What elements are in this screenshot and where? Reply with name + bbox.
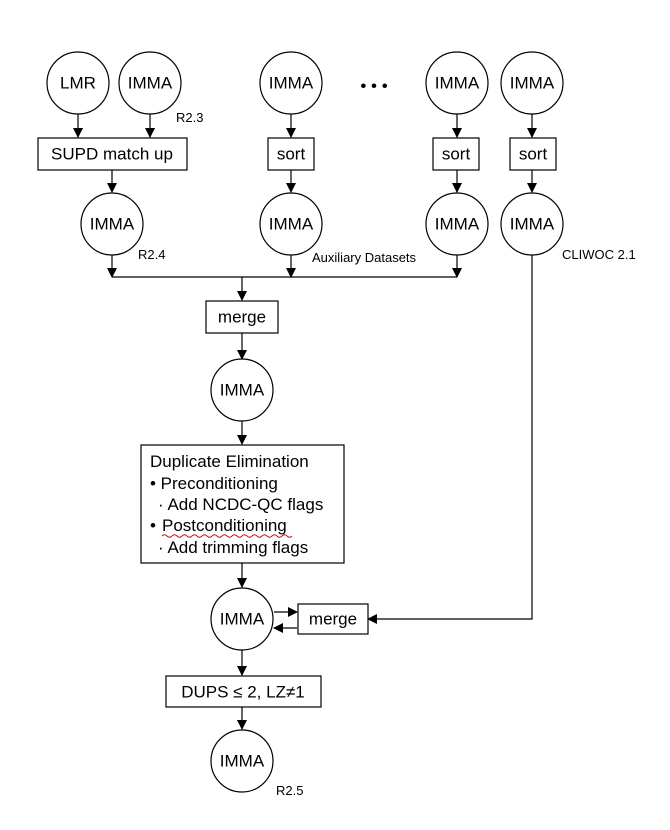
imma-label: IMMA [128, 74, 173, 93]
dup-elim-title: Duplicate Elimination [150, 452, 309, 471]
imma-node-8: IMMA [425, 192, 489, 256]
imma-label: IMMA [220, 610, 265, 629]
merge-box-1: merge [205, 300, 279, 334]
supd-match-up-label: SUPD match up [51, 145, 173, 164]
ellipsis: • • • [360, 77, 387, 96]
label-r25: R2.5 [276, 783, 303, 798]
label-r23: R2.3 [176, 110, 203, 125]
dups-filter-label: DUPS ≤ 2, LZ≠1 [181, 683, 305, 702]
edges [73, 114, 537, 730]
imma-label: IMMA [435, 74, 480, 93]
imma-node-10: IMMA [210, 358, 274, 422]
imma-label: IMMA [510, 74, 555, 93]
imma-node-1: IMMA [118, 51, 182, 115]
sort-label: sort [442, 145, 471, 164]
label-auxiliary-datasets: Auxiliary Datasets [312, 250, 417, 265]
dup-elim-ncdc-qc: · Add NCDC-QC flags [158, 495, 323, 514]
imma-node-4: IMMA [425, 51, 489, 115]
edge-cliwoc-merge2 [367, 255, 533, 624]
sort-box-3: sort [509, 137, 557, 171]
imma-node-3: IMMA [259, 51, 323, 115]
lmr-node: LMR [46, 51, 110, 115]
imma-label: IMMA [220, 381, 265, 400]
dup-elim-post-bullet: • [150, 516, 156, 535]
imma-label: IMMA [435, 215, 480, 234]
sort-label: sort [519, 145, 548, 164]
dup-elim-preconditioning: • Preconditioning [150, 474, 278, 493]
imma-label: IMMA [269, 74, 314, 93]
imma-node-9: IMMA [500, 192, 564, 256]
duplicate-elimination-box: Duplicate Elimination • Preconditioning … [140, 444, 345, 564]
merge-box-2: merge [297, 603, 369, 635]
imma-node-5: IMMA [500, 51, 564, 115]
sort-label: sort [277, 145, 306, 164]
dups-filter-box: DUPS ≤ 2, LZ≠1 [165, 675, 322, 708]
imma-label: IMMA [90, 215, 135, 234]
imma-label: IMMA [269, 215, 314, 234]
lmr-label: LMR [60, 74, 96, 93]
imma-node-12: IMMA [210, 729, 274, 793]
imma-node-11: IMMA [210, 587, 274, 651]
sort-box-1: sort [267, 137, 315, 171]
imma-label: IMMA [510, 215, 555, 234]
merge-label: merge [218, 308, 266, 327]
imma-node-7: IMMA [259, 192, 323, 256]
dup-elim-trimming: · Add trimming flags [158, 538, 308, 557]
supd-match-up-box: SUPD match up [37, 137, 188, 171]
merge-label: merge [309, 610, 357, 629]
dup-elim-postconditioning: Postconditioning [162, 516, 287, 535]
sort-box-2: sort [432, 137, 480, 171]
imma-label: IMMA [220, 752, 265, 771]
imma-node-6: IMMA [80, 192, 144, 256]
spellcheck-underline [161, 534, 293, 538]
label-cliwoc: CLIWOC 2.1 [562, 247, 636, 262]
label-r24: R2.4 [138, 247, 165, 262]
